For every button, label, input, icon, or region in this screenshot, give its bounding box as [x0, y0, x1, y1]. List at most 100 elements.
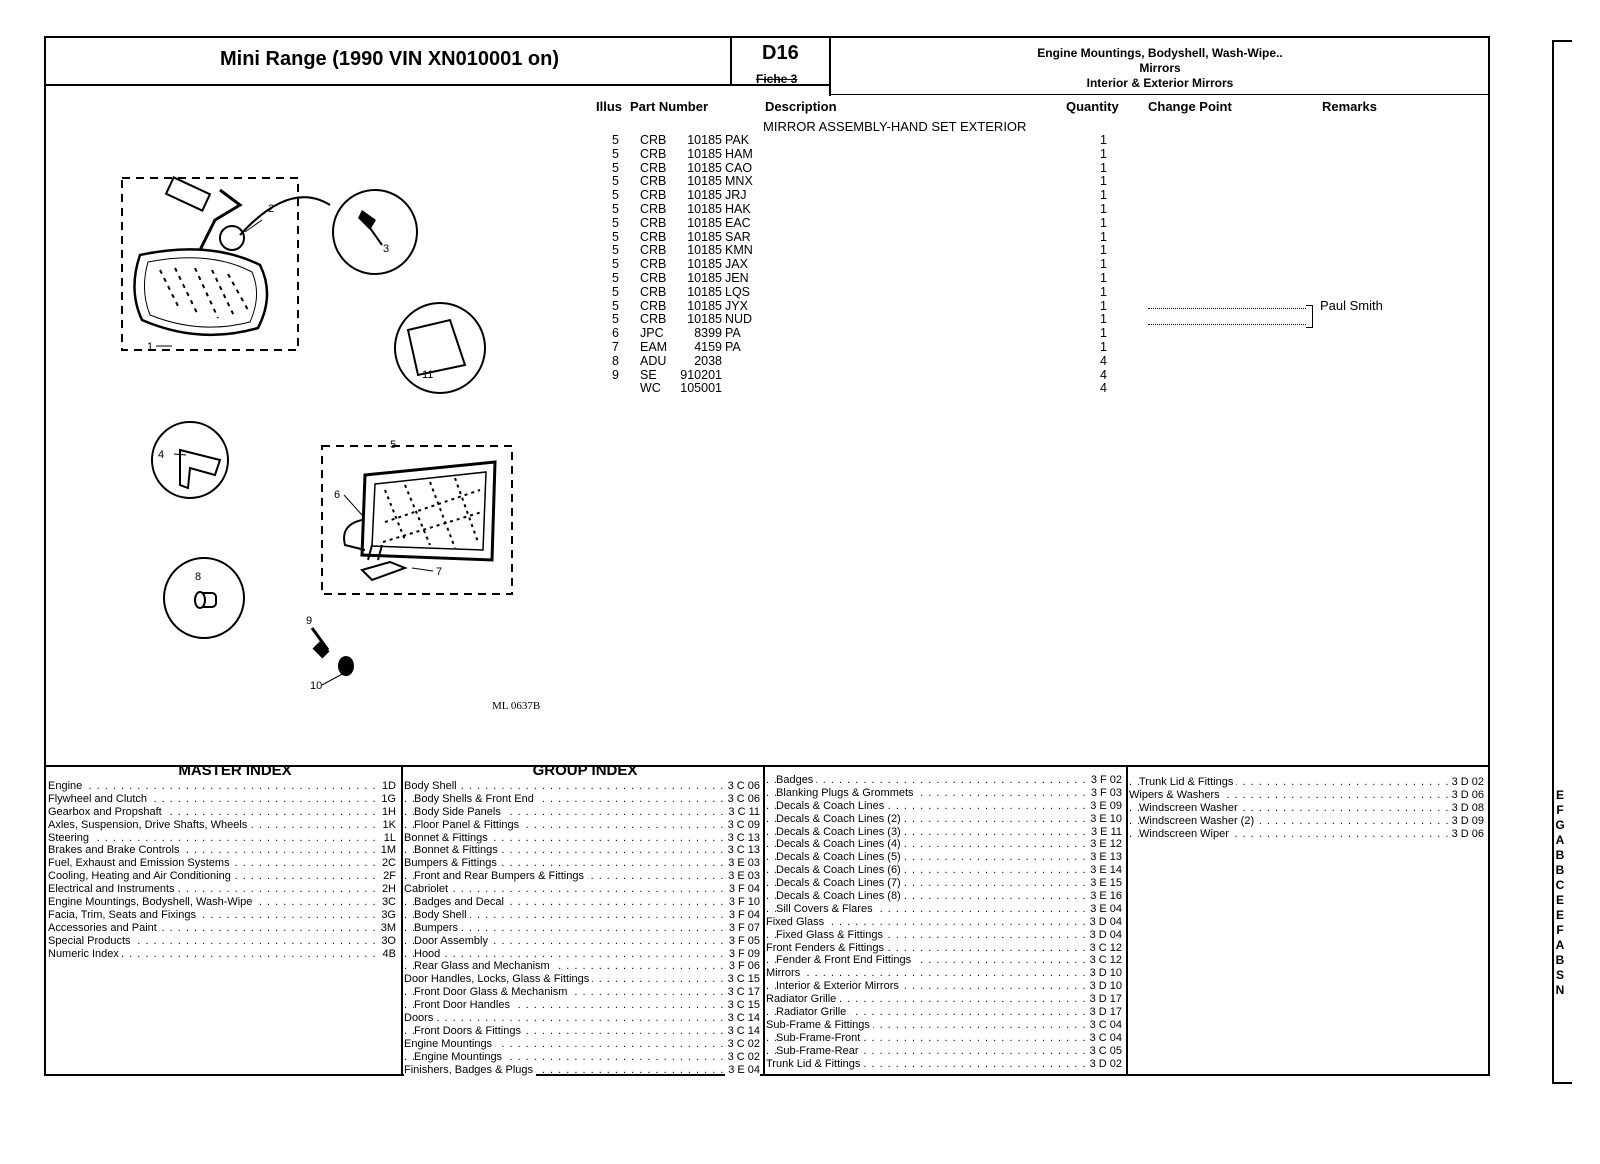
- index-ref: 3 D 09: [1448, 814, 1484, 828]
- part-suffix: JAX: [725, 257, 748, 272]
- index-entry: . . . . . . . . . . . . . . . . . . . . …: [1129, 776, 1484, 789]
- index-ref: 3 F 07: [725, 921, 760, 935]
- index-label: Floor Panel & Fittings: [414, 818, 523, 832]
- assembly-heading: MIRROR ASSEMBLY-HAND SET EXTERIOR: [763, 119, 1027, 134]
- screw-icon: [310, 627, 330, 659]
- part-prefix: CRB: [640, 215, 667, 230]
- leader-dots: . . . . . . . . . . . . . . . . . . . . …: [766, 967, 1122, 980]
- index-ref: 3 F 02: [1087, 774, 1122, 787]
- index-entry: . . . . . . . . . . . . . . . . . . . . …: [766, 980, 1122, 994]
- part-prefix: CRB: [640, 174, 667, 189]
- callout-10: 10: [310, 680, 322, 692]
- index-ref: 3 C 11: [725, 805, 760, 819]
- index-ref: 3 D 08: [1448, 801, 1484, 815]
- part-quantity: 1: [1100, 270, 1107, 285]
- part-number: 10185: [687, 133, 722, 147]
- part-illus: 5: [612, 188, 619, 203]
- index-entry: . . . . . . . . . . . . . . . . . . . . …: [404, 831, 760, 845]
- index-label: Decals & Coach Lines (5): [776, 851, 904, 865]
- part-number: 10185: [687, 229, 722, 244]
- clip-icon: [358, 210, 383, 246]
- part-illus: 6: [612, 326, 619, 341]
- index-ref: 3 F 09: [725, 947, 760, 961]
- part-quantity: 1: [1100, 312, 1107, 327]
- part-number: 10185: [687, 174, 722, 189]
- index-ref: 3 F 04: [725, 908, 760, 922]
- index-label: Doors: [404, 1012, 437, 1025]
- interior-mirror-box: [121, 177, 299, 351]
- part-suffix: JRJ: [725, 188, 747, 203]
- part-suffix: EAC: [725, 215, 751, 230]
- part-number: 10185: [687, 201, 722, 216]
- index-ref: 3 F 05: [725, 934, 760, 948]
- section-line-2: Mirrors: [1139, 61, 1181, 75]
- part-illus: 7: [612, 339, 619, 354]
- change-point-dots-2: [1148, 316, 1306, 325]
- part-number: 10185: [687, 160, 722, 175]
- part-prefix: SE: [640, 367, 657, 382]
- part-suffix: PAK: [725, 133, 750, 147]
- index-entry: . . . . . . . . . . . . . . . . . . . . …: [404, 857, 760, 871]
- part-number: 910201: [680, 367, 722, 382]
- index-ref: 3 E 04: [725, 1063, 760, 1077]
- leader-dots: . . . . . . . . . . . . . . . . . . . . …: [404, 831, 760, 844]
- index-entry: . . . . . . . . . . . . . . . . . . . . …: [766, 1018, 1122, 1032]
- part-illus: 5: [612, 284, 619, 299]
- part-illus: 5: [612, 174, 619, 189]
- part-illus: 5: [612, 201, 619, 216]
- index-ref: 1L: [380, 831, 396, 845]
- part-illus: 9: [612, 367, 619, 382]
- diagram-ref-code: ML 0637B: [492, 700, 541, 712]
- index-ref: 3 D 10: [1086, 980, 1122, 994]
- index-ref: 3 D 02: [1448, 776, 1484, 789]
- part-number: 105001: [680, 381, 722, 396]
- index-label: Wipers & Washers: [1129, 788, 1223, 802]
- side-tab-letter: B: [1555, 863, 1565, 877]
- index-label: Front Doors & Fittings: [414, 1024, 524, 1038]
- detail-circle-3: [332, 189, 418, 275]
- part-prefix: CRB: [640, 188, 667, 203]
- index-ref: 3 C 02: [724, 1037, 760, 1051]
- index-ref: 3 D 06: [1448, 788, 1484, 802]
- part-quantity: 1: [1100, 229, 1107, 244]
- index-ref: 3O: [378, 934, 396, 948]
- index-label: Bumpers: [414, 921, 462, 935]
- index-entry: . . . . . . . . . . . . . . . . . . . . …: [404, 818, 760, 832]
- index-ref: 3 C 06: [724, 792, 760, 806]
- index-ref: 1M: [377, 844, 396, 858]
- part-suffix: CAO: [725, 160, 753, 175]
- index-entry: . . . . . . . . . . . . . . . . . . . . …: [766, 928, 1122, 942]
- group-index-col2: . . . . . . . . . . . . . . . . . . . . …: [766, 774, 1122, 1071]
- index-label: Hood: [414, 947, 444, 961]
- index-entry: . . . . . . . . . . . . . . . . . . . . …: [766, 812, 1122, 826]
- index-ref: 3 C 13: [724, 831, 760, 845]
- side-tab-letter: B: [1555, 848, 1565, 862]
- side-tab-frame: [1552, 40, 1572, 1084]
- index-ref: 3 E 11: [1088, 825, 1122, 839]
- index-entry: . . . . . . . . . . . . . . . . . . . . …: [766, 1031, 1122, 1045]
- index-label: Decals & Coach Lines (2): [776, 812, 904, 826]
- leader-dots: . . . . . . . . . . . . . . . . . . . . …: [766, 993, 1122, 1006]
- index-ref: 2F: [380, 870, 396, 884]
- part-number: 10185: [687, 284, 722, 299]
- part-suffix: MNX: [725, 174, 753, 189]
- leader-dots: . . . . . . . . . . . . . . . . . . . . …: [404, 908, 760, 921]
- index-label: Front Door Handles: [414, 999, 513, 1013]
- index-entry: . . . . . . . . . . . . . . . . . . . . …: [766, 1044, 1122, 1058]
- part-suffix: PA: [725, 339, 741, 354]
- part-prefix: CRB: [640, 201, 667, 216]
- part-quantity: 1: [1100, 146, 1107, 161]
- index-label: Numeric Index: [48, 947, 122, 961]
- callout-6: 6: [334, 489, 340, 501]
- part-number: 10185: [687, 257, 722, 272]
- exterior-mirror-box: [321, 445, 513, 595]
- index-ref: 3 E 16: [1087, 890, 1122, 903]
- part-suffix: HAM: [725, 146, 753, 161]
- index-ref: 3 C 12: [1086, 941, 1122, 955]
- index-ref: 3 D 04: [1086, 928, 1122, 942]
- part-illus: 5: [612, 257, 619, 272]
- index-label: Decals & Coach Lines (3): [776, 825, 904, 839]
- index-label: Blanking Plugs & Grommets: [776, 786, 917, 800]
- part-illus: 5: [612, 160, 619, 175]
- index-div-3: [1126, 765, 1128, 1076]
